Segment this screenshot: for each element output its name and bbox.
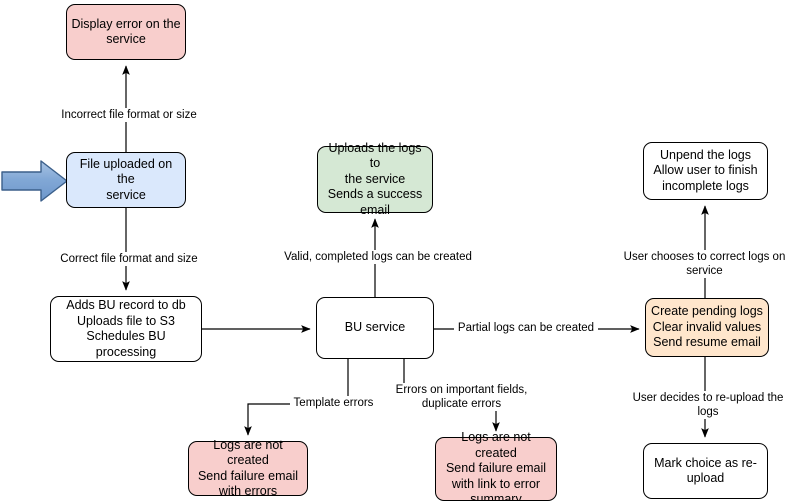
edge-label-incorrect-file-format: Incorrect file format or size <box>58 108 200 122</box>
node-file-uploaded-on-service[interactable]: File uploaded on the service <box>66 152 186 208</box>
node-logs-not-created-with-errors[interactable]: Logs are not created Send failure email … <box>188 438 308 498</box>
edge-label-valid-completed-logs: Valid, completed logs can be created <box>281 250 475 264</box>
edge-label-errors-important-fields: Errors on important fields, duplicate er… <box>392 383 531 411</box>
node-adds-bu-record[interactable]: Adds BU record to db Uploads file to S3 … <box>50 296 202 362</box>
node-logs-not-created-with-link[interactable]: Logs are not created Send failure email … <box>435 430 557 501</box>
edge-label-partial-logs: Partial logs can be created <box>454 321 598 335</box>
node-unpend-the-logs[interactable]: Unpend the logs Allow user to finish inc… <box>643 142 768 200</box>
edge-label-user-reupload-logs: User decides to re-upload the logs <box>619 391 797 419</box>
input-pointer-arrow-shape <box>1 160 68 202</box>
node-display-error[interactable]: Display error on the service <box>66 4 186 60</box>
node-mark-choice-as-reupload[interactable]: Mark choice as re- upload <box>643 443 768 499</box>
edge-label-correct-file-format: Correct file format and size <box>58 252 200 266</box>
edge-label-template-errors: Template errors <box>290 396 377 410</box>
node-uploads-logs-success[interactable]: Uploads the logs to the service Sends a … <box>317 141 433 217</box>
node-bu-service[interactable]: BU service <box>316 297 434 359</box>
node-create-pending-logs[interactable]: Create pending logs Clear invalid values… <box>645 298 769 357</box>
edge-label-user-corrects-logs: User chooses to correct logs on service <box>604 250 801 278</box>
